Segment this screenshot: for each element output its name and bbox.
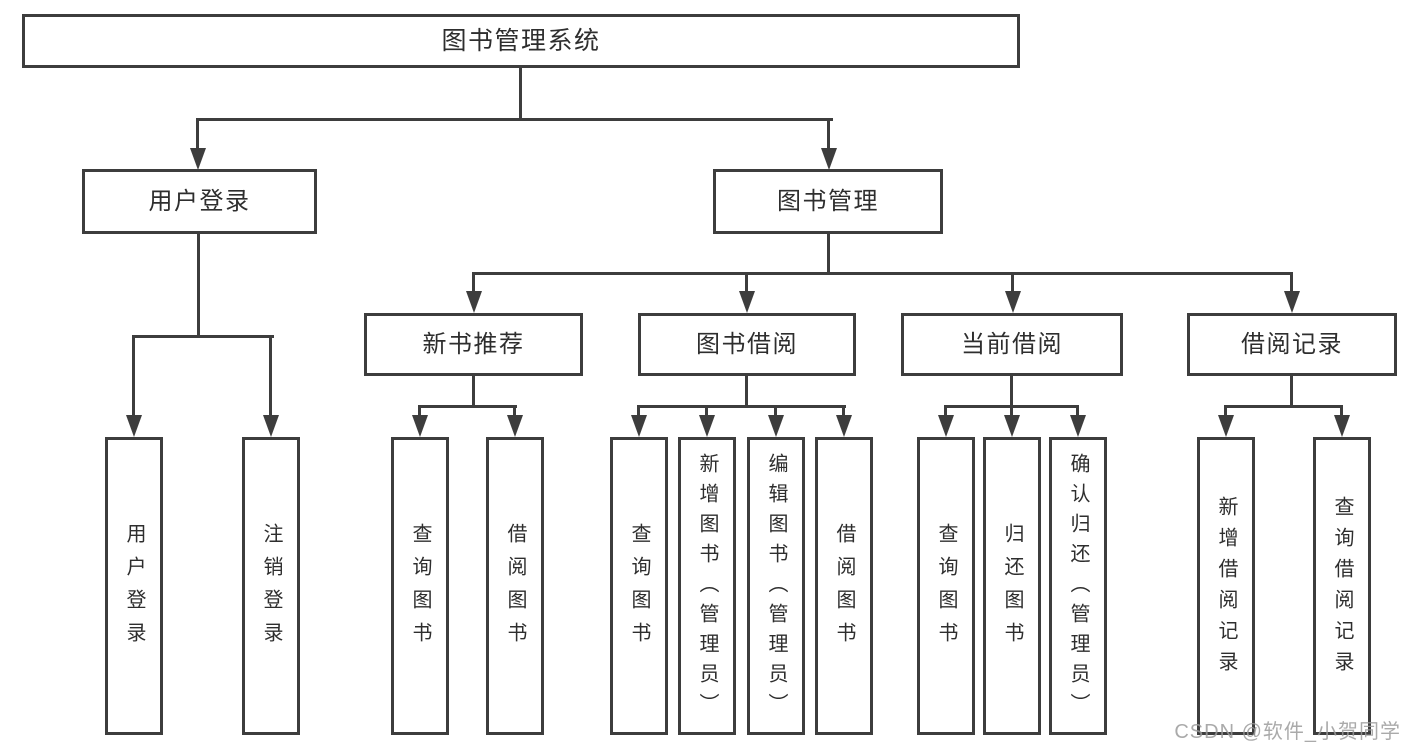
leaf-confirm-return-admin: 确认归还（管理员） xyxy=(1049,437,1107,735)
arrow-down-leaf xyxy=(1224,405,1227,415)
leaf-add-borrow-record: 新增借阅记录 xyxy=(1197,437,1255,735)
arrow-down-to-book-mgmt xyxy=(827,118,830,148)
connector-root-stem xyxy=(519,68,522,118)
connector-book-mgmt-stem xyxy=(827,234,830,272)
arrow-down-leaf xyxy=(1340,405,1343,415)
leaf-user-login: 用户登录 xyxy=(105,437,163,735)
node-current-borrow: 当前借阅 xyxy=(901,313,1123,376)
leaf-query-borrow-record: 查询借阅记录 xyxy=(1313,437,1371,735)
connector-user-login-rail xyxy=(134,335,274,338)
arrow-down-to-current-borrow xyxy=(1011,272,1014,291)
arrow-down-leaf xyxy=(1010,405,1013,415)
connector-user-login-stem xyxy=(197,234,200,335)
connector-book-borrow-stem xyxy=(745,376,748,405)
leaf-logout: 注销登录 xyxy=(242,437,300,735)
leaf-query-books: 查询图书 xyxy=(610,437,668,735)
arrow-down-leaf xyxy=(944,405,947,415)
arrow-down-leaf xyxy=(418,405,421,415)
node-borrow-records: 借阅记录 xyxy=(1187,313,1397,376)
connector-current-borrow-stem xyxy=(1010,376,1013,405)
connector-new-book-stem xyxy=(472,376,475,405)
arrow-down-leaf xyxy=(513,405,516,415)
arrow-down-leaf xyxy=(1076,405,1079,415)
leaf-borrow-books: 借阅图书 xyxy=(486,437,544,735)
connector-new-book-rail xyxy=(419,405,517,408)
node-root: 图书管理系统 xyxy=(22,14,1020,68)
connector-root-rail xyxy=(198,118,833,121)
arrow-down-to-borrow-records xyxy=(1290,272,1293,291)
node-book-mgmt: 图书管理 xyxy=(713,169,943,234)
leaf-borrow-books: 借阅图书 xyxy=(815,437,873,735)
arrow-down-to-leaf-logout xyxy=(269,335,272,415)
connector-book-borrow-rail xyxy=(638,405,846,408)
node-new-book-recommend: 新书推荐 xyxy=(364,313,583,376)
leaf-query-books: 查询图书 xyxy=(391,437,449,735)
arrow-down-leaf xyxy=(637,405,640,415)
arrow-down-leaf xyxy=(705,405,708,415)
node-user-login: 用户登录 xyxy=(82,169,317,234)
arrow-down-leaf xyxy=(774,405,777,415)
node-book-borrow: 图书借阅 xyxy=(638,313,856,376)
leaf-return-book: 归还图书 xyxy=(983,437,1041,735)
leaf-edit-book-admin: 编辑图书（管理员） xyxy=(747,437,805,735)
arrow-down-to-new-book-recommend xyxy=(472,272,475,291)
connector-book-mgmt-rail xyxy=(472,272,1293,275)
leaf-add-book-admin: 新增图书（管理员） xyxy=(678,437,736,735)
arrow-down-leaf xyxy=(842,405,845,415)
leaf-query-books: 查询图书 xyxy=(917,437,975,735)
connector-borrow-records-stem xyxy=(1290,376,1293,405)
watermark: CSDN @软件_小贺同学 xyxy=(1174,721,1401,743)
arrow-down-to-user-login xyxy=(196,118,199,148)
arrow-down-to-book-borrow xyxy=(745,272,748,291)
arrow-down-to-leaf-user-login xyxy=(132,335,135,415)
connector-borrow-records-rail xyxy=(1225,405,1343,408)
